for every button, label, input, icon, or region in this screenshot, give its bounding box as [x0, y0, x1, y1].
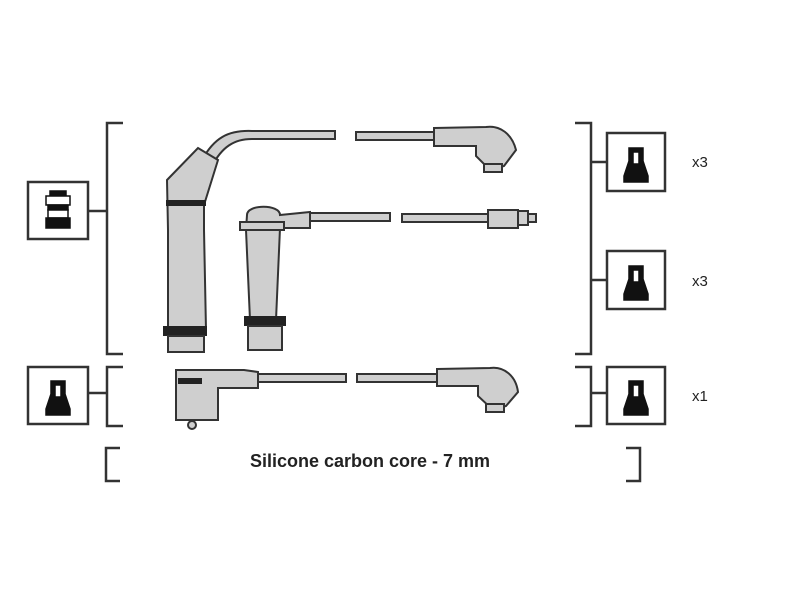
ignition-coil-icon — [45, 380, 71, 416]
cable-1-wire-right — [355, 131, 435, 141]
cable-1-end-boot — [433, 125, 518, 172]
diagram-caption: Silicone carbon core - 7 mm — [249, 451, 491, 471]
cable-3-end-boot — [436, 366, 520, 412]
left-bracket-top-group — [105, 121, 123, 356]
right-bracket-top-group — [575, 121, 593, 356]
right-bracket-bottom-group — [575, 365, 593, 428]
cable-2-wire — [309, 212, 391, 222]
cable-2-end-boot — [487, 209, 519, 229]
cable-3-wire — [257, 373, 347, 383]
cable-3-coil-boot — [175, 369, 259, 421]
left-bracket-bottom-group — [105, 365, 123, 428]
distributor-cap-icon — [45, 190, 71, 229]
cable-3-wire-right — [356, 373, 438, 383]
quantity-top: x3 — [692, 154, 708, 171]
quantity-bottom: x1 — [692, 388, 708, 405]
cable-1-wire — [200, 129, 336, 168]
caption-bracket-right — [626, 446, 642, 483]
caption-bracket-left — [104, 446, 120, 483]
cable-2-wire-right — [401, 213, 489, 223]
spark-plug-boot-icon — [623, 147, 649, 416]
quantity-middle: x3 — [692, 273, 708, 290]
cable-1-boot — [165, 146, 220, 331]
